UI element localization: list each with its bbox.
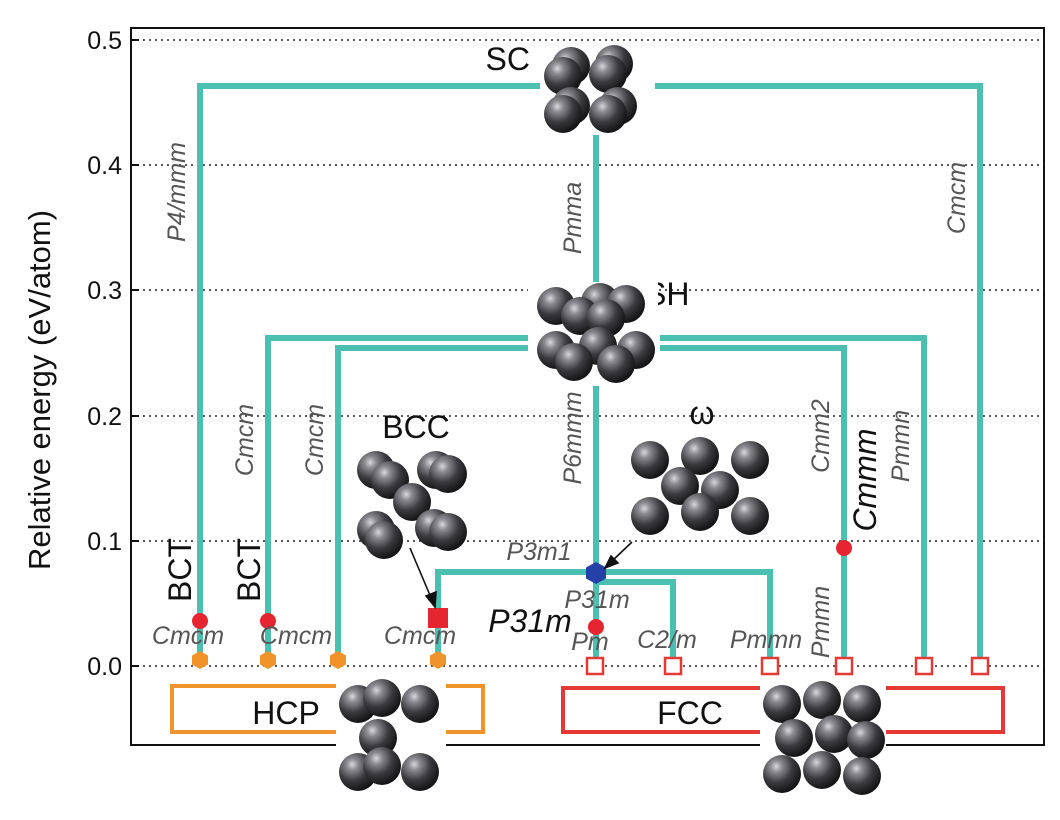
- hexagon-marker-icon: [260, 651, 276, 669]
- hcp-structure-atom-cluster-icon: [336, 679, 446, 796]
- tick-label: 0.3: [87, 277, 122, 305]
- p31m-label: P31m: [488, 603, 572, 639]
- bcc-structure-atom-cluster-icon: [357, 451, 467, 559]
- hcp-box: [170, 684, 485, 734]
- sg-cmcm-bcc: Cmcm: [384, 622, 456, 650]
- tick-marks: [131, 39, 139, 667]
- hexagon-marker-icon: [430, 651, 446, 669]
- sg-cmm2: Cmm2: [807, 399, 835, 473]
- bct-label-1: BCT: [162, 538, 198, 602]
- sh-structure-atom-cluster-icon: [528, 282, 658, 386]
- circle-marker-icon: [836, 540, 852, 556]
- sg-cmcm-sh-2: Cmcm: [301, 404, 329, 476]
- y-axis-label: Relative energy (eV/atom): [22, 210, 57, 570]
- tick-label: 0.1: [87, 528, 122, 556]
- tick-label: 0.5: [87, 27, 122, 55]
- bcc-label: BCC: [382, 409, 450, 445]
- tick-label: 0.4: [87, 152, 122, 180]
- circle-marker-icon: [588, 619, 604, 635]
- sg-p3m1: P3m1: [506, 538, 571, 566]
- square-marker-icon: [585, 656, 605, 676]
- circle-marker-icon: [192, 613, 208, 629]
- hexagon-marker-icon: [586, 562, 606, 584]
- sc-label: SC: [486, 41, 530, 77]
- sg-pmmn-low: Pmmn: [730, 626, 802, 654]
- circle-marker-icon: [260, 613, 276, 629]
- square-marker-icon: [834, 656, 854, 676]
- arrows: [409, 541, 633, 610]
- sg-pm: Pm: [571, 628, 609, 656]
- sg-c2m: C2/m: [637, 626, 697, 654]
- square-marker-icon: [970, 656, 990, 676]
- fcc-label: FCC: [657, 695, 723, 731]
- hexagon-marker-icon: [330, 651, 346, 669]
- omega-structure-atom-cluster-icon: [631, 437, 769, 535]
- sg-pmmn-sh: Pmmn: [887, 410, 915, 482]
- tick-label: 0.2: [87, 403, 122, 431]
- sc-structure-atom-cluster-icon: [544, 45, 654, 135]
- square-marker-icon: [914, 656, 934, 676]
- square-marker-icon: [428, 608, 448, 628]
- sg-pmmn-bottom: Pmmn: [807, 586, 835, 658]
- sg-p31m-path: P31m: [564, 586, 629, 614]
- sg-cmcm-sh-1: Cmcm: [231, 404, 259, 476]
- sg-cmcm-bct2: Cmcm: [260, 622, 332, 650]
- sg-cmcm-bct1: Cmcm: [152, 622, 224, 650]
- cmmm-label: Cmmm: [847, 428, 883, 531]
- square-marker-icon: [760, 656, 780, 676]
- sg-p4mmm: P4/mmm: [163, 142, 191, 242]
- hexagon-marker-icon: [192, 651, 208, 669]
- fcc-structure-atom-cluster-icon: [760, 681, 886, 802]
- hcp-markers: [192, 651, 446, 669]
- sg-cmcm-sc-fcc: Cmcm: [943, 162, 971, 234]
- fcc-markers: [585, 656, 990, 676]
- square-marker-icon: [663, 656, 683, 676]
- tick-label: 0.0: [87, 653, 122, 681]
- hcp-label: HCP: [252, 695, 320, 731]
- sg-pmma: Pmma: [559, 182, 587, 254]
- sg-p6mmm: P6mmm: [559, 391, 587, 484]
- plot-frame: [130, 27, 1045, 746]
- bct-label-2: BCT: [231, 538, 267, 602]
- omega-label: ω: [690, 395, 715, 431]
